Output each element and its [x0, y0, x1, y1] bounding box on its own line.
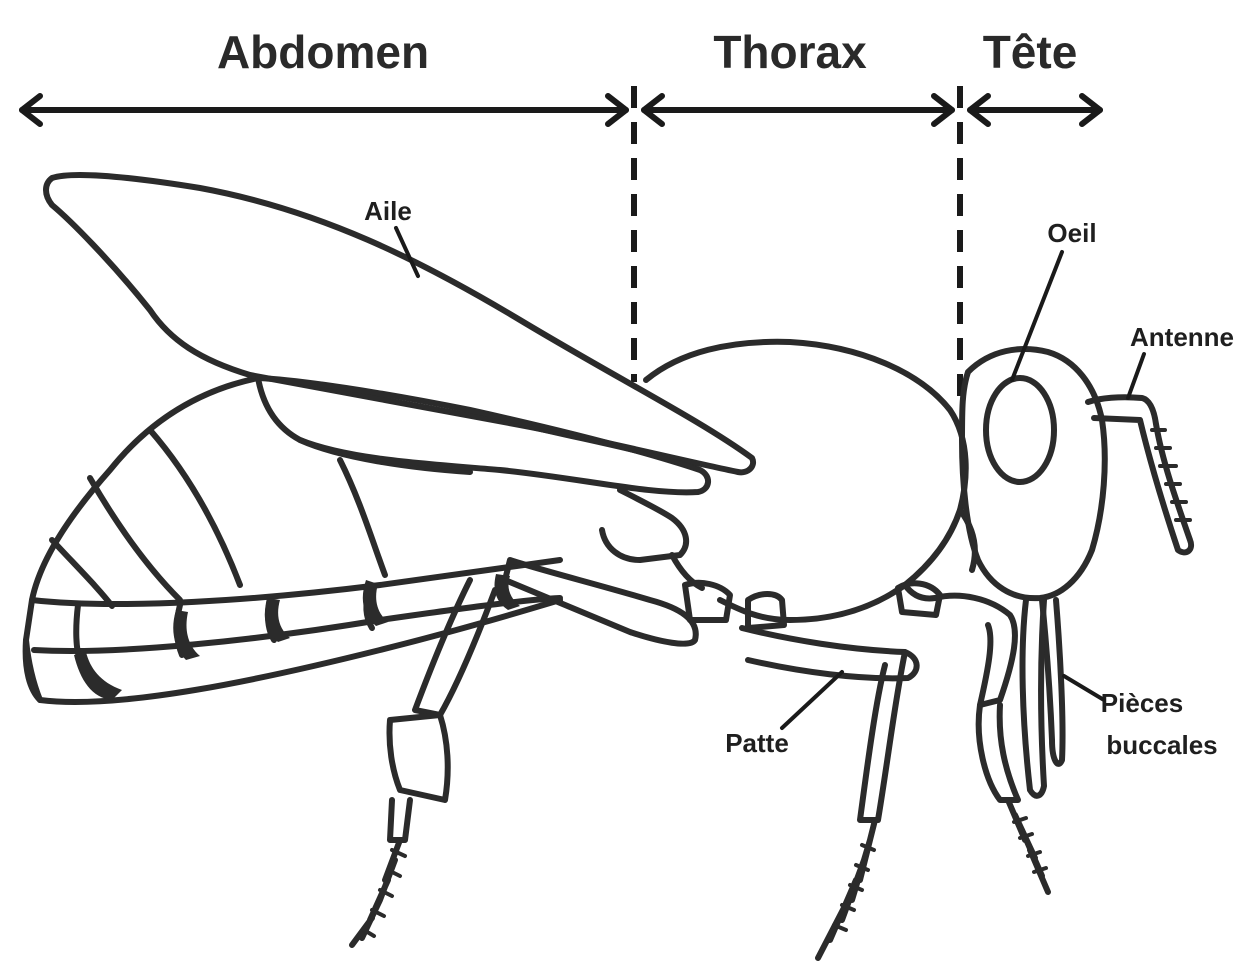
- label-aile: Aile: [364, 196, 412, 226]
- head-drawing: [962, 349, 1191, 796]
- label-antenne: Antenne: [1130, 322, 1234, 352]
- label-pieces-line2: buccales: [1106, 730, 1217, 760]
- leader-patte: [782, 672, 842, 728]
- tete-extent-arrow: [970, 96, 1100, 124]
- leader-antenne: [1128, 354, 1144, 398]
- thorax-drawing: [602, 342, 975, 620]
- abdomen-band-1: [74, 652, 122, 700]
- label-patte: Patte: [725, 728, 789, 758]
- eye-drawing: [986, 378, 1054, 482]
- section-label-abdomen: Abdomen: [217, 26, 429, 78]
- abdomen-extent-arrow: [22, 96, 626, 124]
- label-pieces-line1: Pièces: [1101, 688, 1183, 718]
- leader-oeil: [1012, 252, 1062, 380]
- abdomen-drawing: [26, 378, 560, 702]
- section-label-tete: Tête: [983, 26, 1078, 78]
- section-label-thorax: Thorax: [713, 26, 867, 78]
- abdomen-band-2: [173, 610, 200, 660]
- label-oeil: Oeil: [1047, 218, 1096, 248]
- legs-drawing: [352, 560, 1048, 958]
- leader-pieces-buccales: [1064, 676, 1104, 700]
- thorax-extent-arrow: [644, 96, 952, 124]
